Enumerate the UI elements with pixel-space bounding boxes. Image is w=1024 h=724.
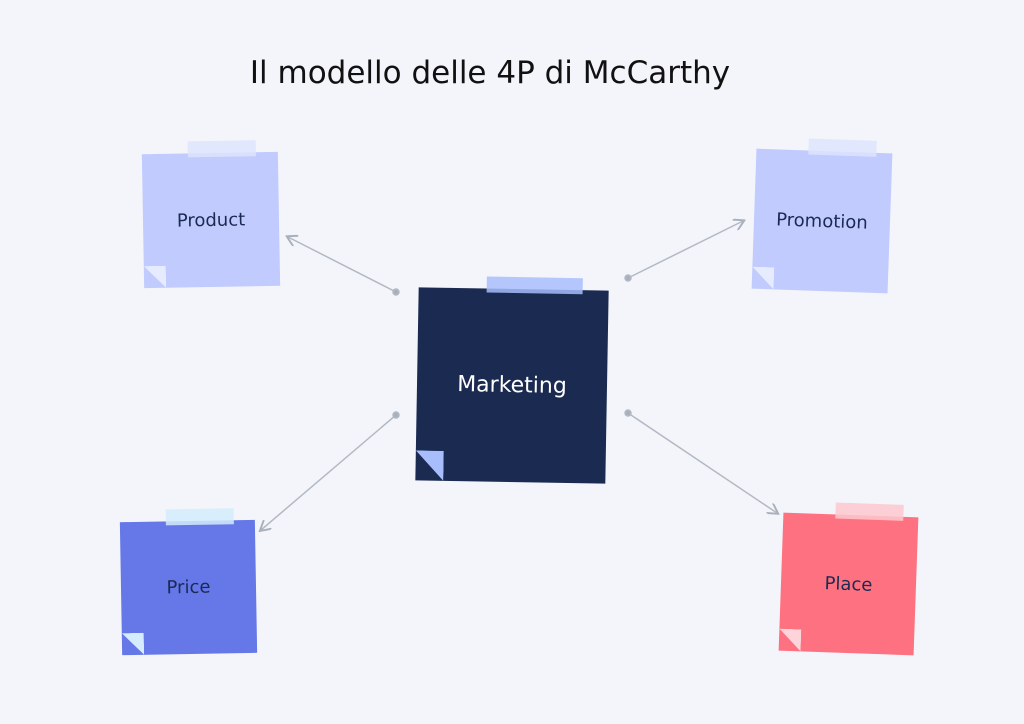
arrow-to-promotion (627, 221, 743, 279)
note-place[interactable]: Place (778, 502, 919, 656)
note-label: Marketing (456, 372, 568, 399)
arrow-to-product (288, 237, 397, 293)
note-price[interactable]: Price (119, 508, 258, 656)
note-label: Promotion (775, 208, 869, 234)
arrow-to-place (627, 412, 777, 513)
note-label: Product (176, 208, 246, 232)
note-label: Place (824, 572, 873, 596)
arrow-to-price (261, 414, 397, 530)
diagram-title: Il modello delle 4P di McCarthy (249, 55, 731, 91)
note-product[interactable]: Product (141, 140, 281, 289)
note-marketing[interactable]: Marketing (415, 276, 609, 484)
note-label: Price (166, 576, 211, 599)
note-promotion[interactable]: Promotion (751, 138, 893, 294)
